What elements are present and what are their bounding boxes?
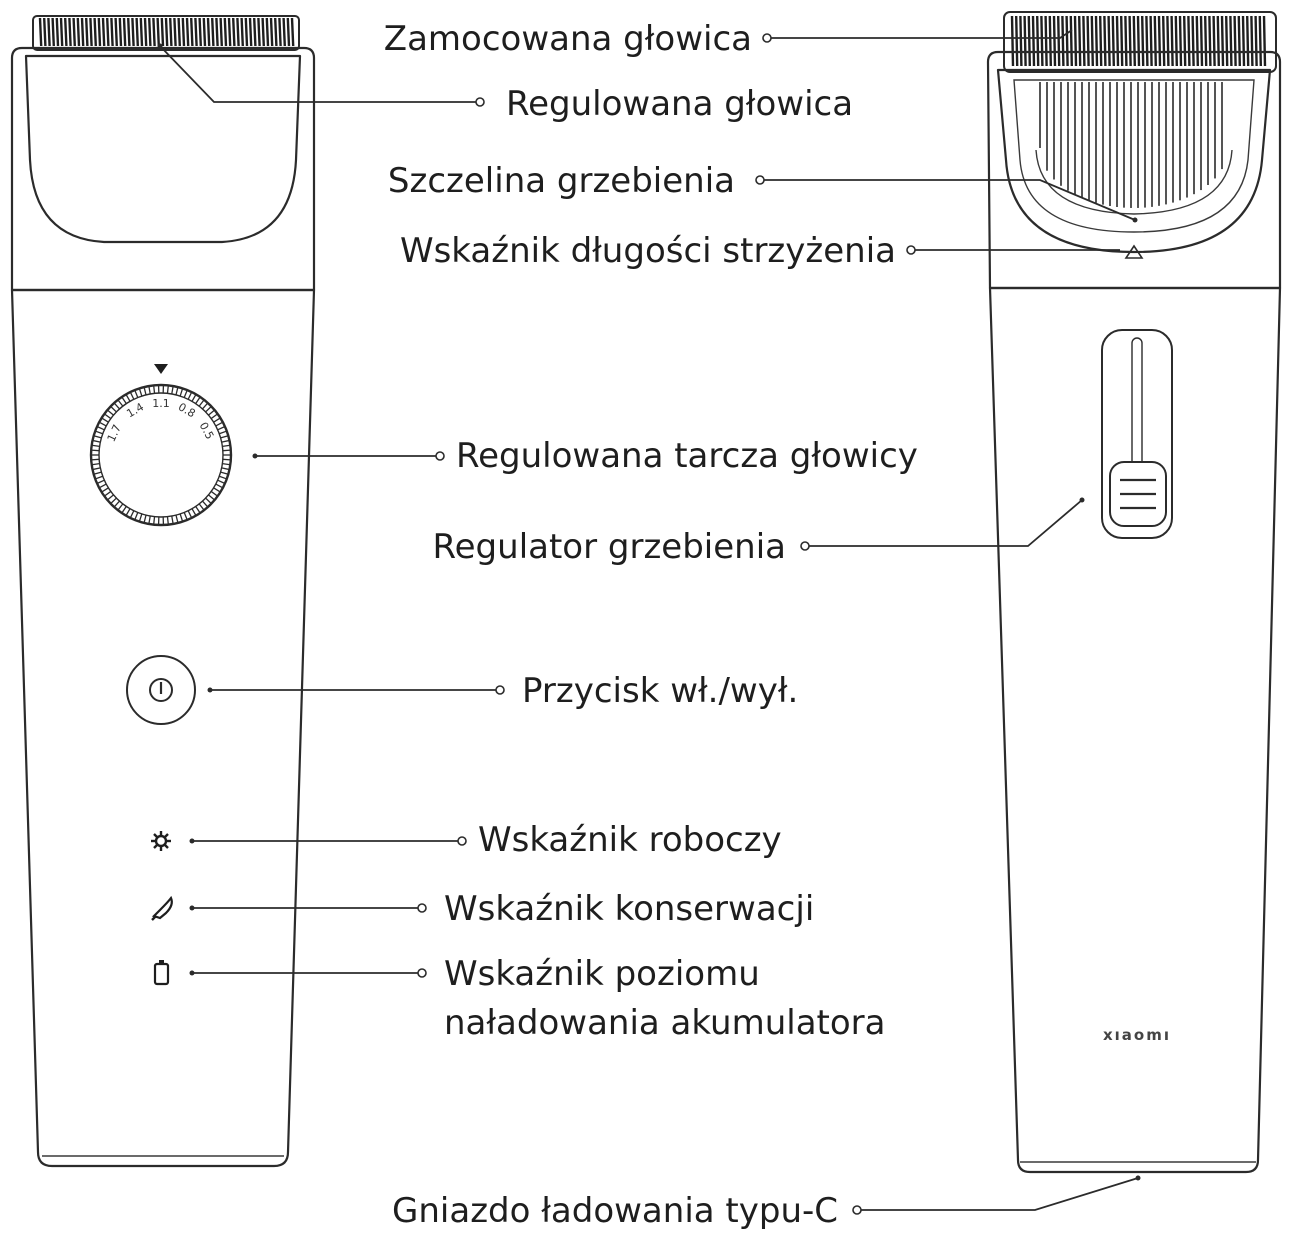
brand-logo: xıaomı [1103,1026,1171,1044]
back-blade-teeth [1003,11,1277,73]
battery-icon [153,960,170,986]
label-comb-adjuster: Regulator grzebienia [433,527,786,567]
back-body [988,286,1282,1174]
leader-lines [157,29,1141,1215]
brush-icon [151,895,173,921]
comb-guard[interactable] [996,68,1272,254]
label-adjustable-head-dial: Regulowana tarcza głowicy [456,436,918,476]
power-button[interactable] [126,655,196,725]
label-power-button: Przycisk wł./wył. [522,671,798,711]
front-head [10,46,316,292]
front-head-guard [24,54,302,244]
gear-icon [151,831,171,851]
label-maintenance-indicator: Wskaźnik konserwacji [444,889,814,929]
comb-teeth [1035,82,1233,215]
dial-pointer-icon [154,364,168,374]
cut-length-triangle-icon [1124,244,1144,259]
label-adjustable-head: Regulowana głowica [506,84,853,124]
front-blade-teeth [32,15,300,51]
label-charging-port: Gniazdo ładowania typu-C [392,1191,838,1231]
label-work-indicator: Wskaźnik roboczy [478,820,782,860]
back-head [986,50,1282,290]
label-comb-slot: Szczelina grzebienia [388,161,735,201]
callout-labels: Zamocowana głowica Regulowana głowica Sz… [384,19,918,1231]
label-battery-indicator-line2: naładowania akumulatora [444,1003,885,1043]
label-fixed-head: Zamocowana głowica [384,19,752,59]
front-body [10,288,316,1168]
back-view-clipper: xıaomı [986,11,1282,1174]
label-battery-indicator-line1: Wskaźnik poziomu [444,954,760,994]
dial-number: 1.1 [152,397,170,410]
power-icon [149,678,173,702]
label-cut-length-indicator: Wskaźnik długości strzyżenia [400,231,896,271]
comb-adjuster-slider[interactable] [1101,329,1173,539]
